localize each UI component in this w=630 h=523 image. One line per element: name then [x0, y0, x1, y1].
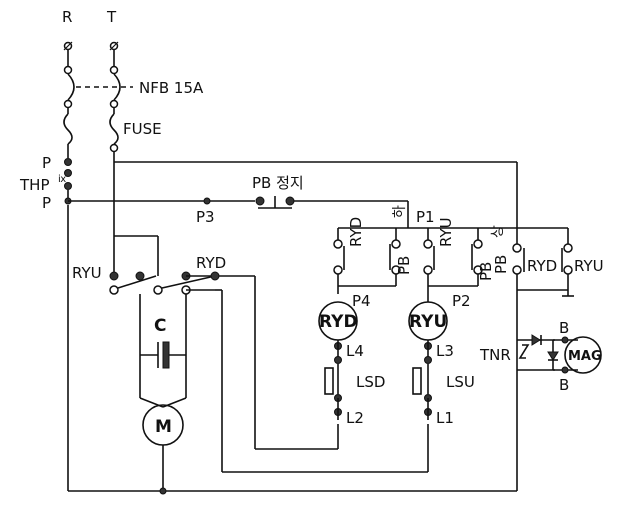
label-l4: L4: [346, 342, 364, 360]
label-p3: P3: [196, 208, 215, 226]
tnr-varistor: [518, 344, 530, 359]
label-b-top: B: [559, 319, 569, 337]
label-tnr: TNR: [479, 346, 511, 364]
main-wiring: P3 PB 정지 하 P1: [67, 152, 518, 492]
lsu-switch: [412, 367, 422, 395]
label-p4: P4: [352, 292, 371, 310]
terminal-r-slash: [63, 41, 73, 51]
label-ryu-pb: RYU: [437, 217, 455, 247]
relay-coils: RYD RYU: [318, 301, 448, 341]
label-c: C: [154, 316, 166, 336]
label-ryd-right: RYD: [527, 257, 557, 275]
label-pb-stop: PB 정지: [252, 174, 304, 192]
power-supply: R T NFB 15A FUSE: [62, 8, 204, 153]
label-pb-2: PB: [477, 262, 495, 281]
thp-symbol: ⅸ: [58, 174, 66, 185]
capacitor: C: [140, 316, 186, 369]
diode-top: [531, 334, 541, 346]
label-p2: P2: [452, 292, 471, 310]
brake-control: 상 PB RYD RYU TNR B B MAG: [479, 225, 604, 394]
label-r: R: [62, 8, 72, 26]
pb-stop-switch: PB 정지: [252, 174, 304, 209]
label-ryu-left: RYU: [72, 264, 102, 282]
label-ryd-left: RYD: [196, 254, 226, 272]
label-ha: 하: [392, 205, 408, 218]
control-wiring: [215, 276, 429, 473]
nfb-breaker: NFB 15A: [63, 65, 204, 109]
label-thp: THP: [19, 176, 50, 194]
pushbutton-branch: RYD PB P4 RYU PB P2: [333, 217, 500, 310]
diode-mid: [547, 351, 559, 361]
label-p-bottom: P: [42, 194, 51, 212]
label-ryu-right: RYU: [574, 257, 604, 275]
label-l1: L1: [436, 409, 454, 427]
fuses: FUSE: [63, 108, 162, 153]
direction-contacts: RYU RYD: [72, 235, 255, 295]
label-ryu-coil: RYU: [409, 312, 447, 332]
junction-p3: [203, 197, 211, 205]
label-lsd: LSD: [356, 373, 385, 391]
ryu-contact-2: [135, 271, 145, 281]
label-sang: 상: [490, 225, 506, 238]
label-p1: P1: [416, 208, 435, 226]
label-fuse: FUSE: [123, 120, 162, 138]
label-mag: MAG: [568, 349, 602, 364]
label-t: T: [106, 8, 117, 26]
mag-brake: [564, 336, 602, 374]
label-ryd-coil: RYD: [319, 312, 358, 332]
label-pb-3: PB: [492, 255, 510, 274]
lsd-switch: [324, 367, 334, 395]
label-l2: L2: [346, 409, 364, 427]
label-nfb: NFB 15A: [139, 79, 204, 97]
ryu-contact-1: [109, 285, 119, 295]
thp-relay: P THP ⅸ P: [19, 144, 72, 212]
limit-switches: L4 LSD L2 L3 LSU L1: [324, 340, 475, 427]
motor-circuit: C M: [139, 294, 187, 495]
label-lsu: LSU: [446, 373, 475, 391]
terminal-t-slash: [109, 41, 119, 51]
label-pb-1: PB: [395, 256, 413, 275]
label-p-top: P: [42, 154, 51, 172]
label-b-bottom: B: [559, 376, 569, 394]
label-ryd-pb: RYD: [347, 217, 365, 247]
label-l3: L3: [436, 342, 454, 360]
label-m: M: [155, 417, 172, 437]
